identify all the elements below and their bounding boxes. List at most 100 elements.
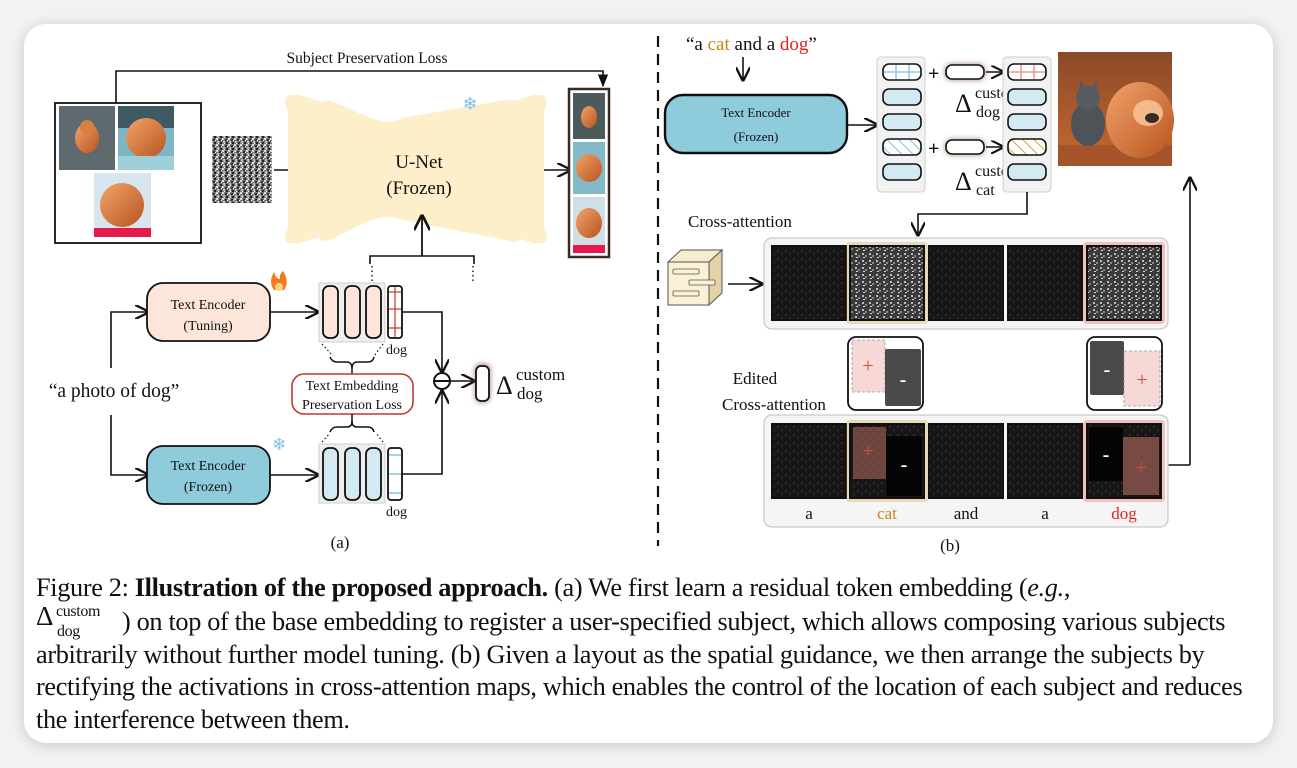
input-image-2 xyxy=(118,106,174,170)
delta-dog-token xyxy=(474,363,491,403)
edited-plus: + xyxy=(1135,457,1146,479)
cube-icon xyxy=(666,248,724,307)
plus-dog: + xyxy=(928,63,939,85)
edited-attention-map-and xyxy=(928,423,1004,499)
tuning-to-subtract-arrow xyxy=(402,311,442,372)
delta-cat-symbol: Δ xyxy=(955,167,972,196)
unet-shape xyxy=(284,94,547,244)
caption-delta-sup: custom xyxy=(56,603,101,621)
cross-attention-maps xyxy=(771,242,1165,324)
snowflake-icon: ❄ xyxy=(272,435,286,454)
edited-minus-region xyxy=(1089,427,1123,481)
embedding-loss-line2: Preservation Loss xyxy=(302,398,402,413)
dog-token-tuning xyxy=(387,285,403,339)
prompt-b-dog: dog xyxy=(780,34,809,55)
token-labels: a cat and a dog xyxy=(805,504,1137,523)
prompt-a: “a photo of dog” xyxy=(49,381,180,402)
base-token-cat xyxy=(882,138,922,156)
embedding-bracket-top xyxy=(369,255,475,264)
noise-latent xyxy=(212,136,272,203)
edited-cross-attention-maps: +--+ xyxy=(771,420,1165,502)
edited-minus: - xyxy=(901,454,908,476)
brace-top xyxy=(329,356,375,370)
attention-map-dog xyxy=(1086,245,1162,321)
caption-delta-symbol: Δ xyxy=(36,601,54,632)
token-label-a: a xyxy=(1041,504,1049,523)
layout-mask-dog: - + xyxy=(1086,336,1163,411)
encoder-frozen-status: (Frozen) xyxy=(184,480,233,495)
caption-part1: (a) We first learn a residual token embe… xyxy=(547,573,1028,602)
text-encoder-b xyxy=(663,93,849,155)
embedding-token xyxy=(322,285,339,339)
mask-plus: + xyxy=(1136,369,1147,391)
prompt-b: “a cat and a dog” xyxy=(686,34,817,55)
mask-plus: + xyxy=(862,355,873,377)
frozen-to-subtract-arrow xyxy=(402,391,442,475)
delta-dog-symbol: Δ xyxy=(955,89,972,118)
embedding-loss-line1: Text Embedding xyxy=(306,379,399,394)
delta-dog-sub: dog xyxy=(976,104,1000,121)
custom-token xyxy=(1007,88,1047,106)
custom-token-dog xyxy=(1007,63,1047,81)
delta-sup: custom xyxy=(516,365,565,384)
edited-attention-map-a xyxy=(1007,423,1083,499)
caption-eg: e.g. xyxy=(1027,573,1064,602)
snowflake-icon: ❄ xyxy=(462,94,477,114)
unet-title: U-Net xyxy=(395,152,443,173)
encoder-b-status: (Frozen) xyxy=(734,129,779,144)
mask-minus: - xyxy=(900,369,907,391)
base-token xyxy=(882,88,922,106)
delta-cat-token-b xyxy=(944,138,986,156)
edited-plus: + xyxy=(862,440,873,462)
encoder-tuning-title: Text Encoder xyxy=(171,298,246,313)
output-image-2 xyxy=(573,142,605,194)
delta-symbol: Δ xyxy=(496,371,513,400)
embedding-token xyxy=(344,285,361,339)
attention-map-a xyxy=(771,245,847,321)
cross-attention-label: Cross-attention xyxy=(688,212,792,231)
output-image-3 xyxy=(573,197,605,253)
caption-part1-end: , xyxy=(1063,573,1071,602)
delta-cat-sub: cat xyxy=(976,182,995,199)
panel-a: Subject Preservation Loss U-Net (Frozen) xyxy=(49,50,611,552)
prompt-to-frozen-arrow xyxy=(110,415,148,475)
prompt-b-part: and a xyxy=(730,34,780,55)
input-image-3 xyxy=(94,173,151,237)
base-token xyxy=(882,113,922,131)
base-token xyxy=(882,163,922,181)
dog-token-label-bottom: dog xyxy=(386,505,407,520)
attention-map-a xyxy=(1007,245,1083,321)
subject-loss-arrow xyxy=(115,70,609,103)
embedding-token xyxy=(344,447,361,501)
edited-attention-map-a xyxy=(771,423,847,499)
attention-map-and xyxy=(928,245,1004,321)
delta-dog-token-b xyxy=(944,63,986,81)
token-label-dog: dog xyxy=(1111,504,1137,523)
delta-sub: dog xyxy=(517,384,543,403)
edited-label-line2: Cross-attention xyxy=(722,395,826,414)
embedding-to-attention-arrow xyxy=(918,192,1028,235)
brace-bottom xyxy=(329,420,375,433)
generated-image-cat-dog xyxy=(1058,52,1174,166)
panel-a-label: (a) xyxy=(331,533,350,552)
plus-cat: + xyxy=(928,138,939,160)
token-label-a: a xyxy=(805,504,813,523)
input-image-1 xyxy=(59,106,115,170)
prompt-b-part: “a xyxy=(686,34,708,55)
token-label-and: and xyxy=(954,504,979,523)
caption-prefix: Figure 2: xyxy=(36,573,129,602)
edited-plus-region xyxy=(1123,437,1159,495)
edited-plus-region xyxy=(853,427,886,479)
token-label-cat: cat xyxy=(877,504,897,523)
edited-minus-region xyxy=(886,436,922,496)
custom-token xyxy=(1007,113,1047,131)
subtract-operator-icon xyxy=(433,372,451,390)
edited-label-line1: Edited xyxy=(733,369,778,388)
figure-caption: Figure 2: Illustration of the proposed a… xyxy=(36,572,1266,736)
encoder-frozen-title: Text Encoder xyxy=(171,459,246,474)
layout-mask-cat: + - xyxy=(847,336,924,411)
embedding-token xyxy=(365,447,382,501)
caption-part2: ) on top of the base embedding to regist… xyxy=(36,607,1243,734)
